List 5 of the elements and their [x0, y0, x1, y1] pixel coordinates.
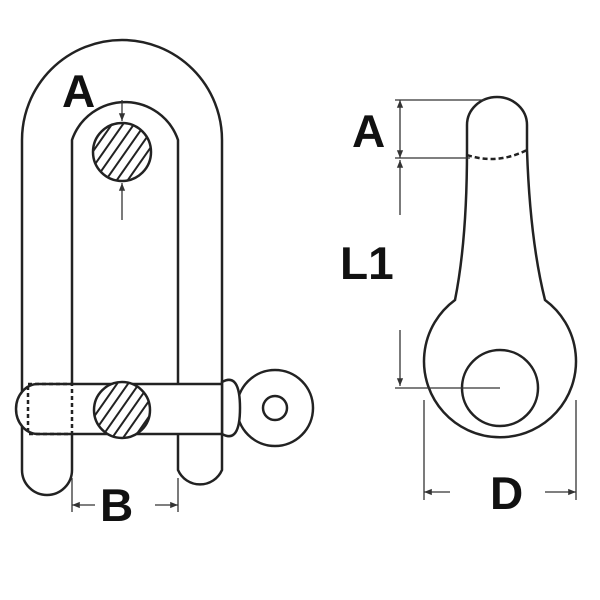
dimension-label: L1 — [340, 240, 394, 286]
dimension-label: A — [62, 68, 96, 114]
dimension-label: B — [100, 482, 134, 528]
dimension-label: A — [352, 108, 386, 154]
dimension-label: D — [490, 470, 524, 516]
